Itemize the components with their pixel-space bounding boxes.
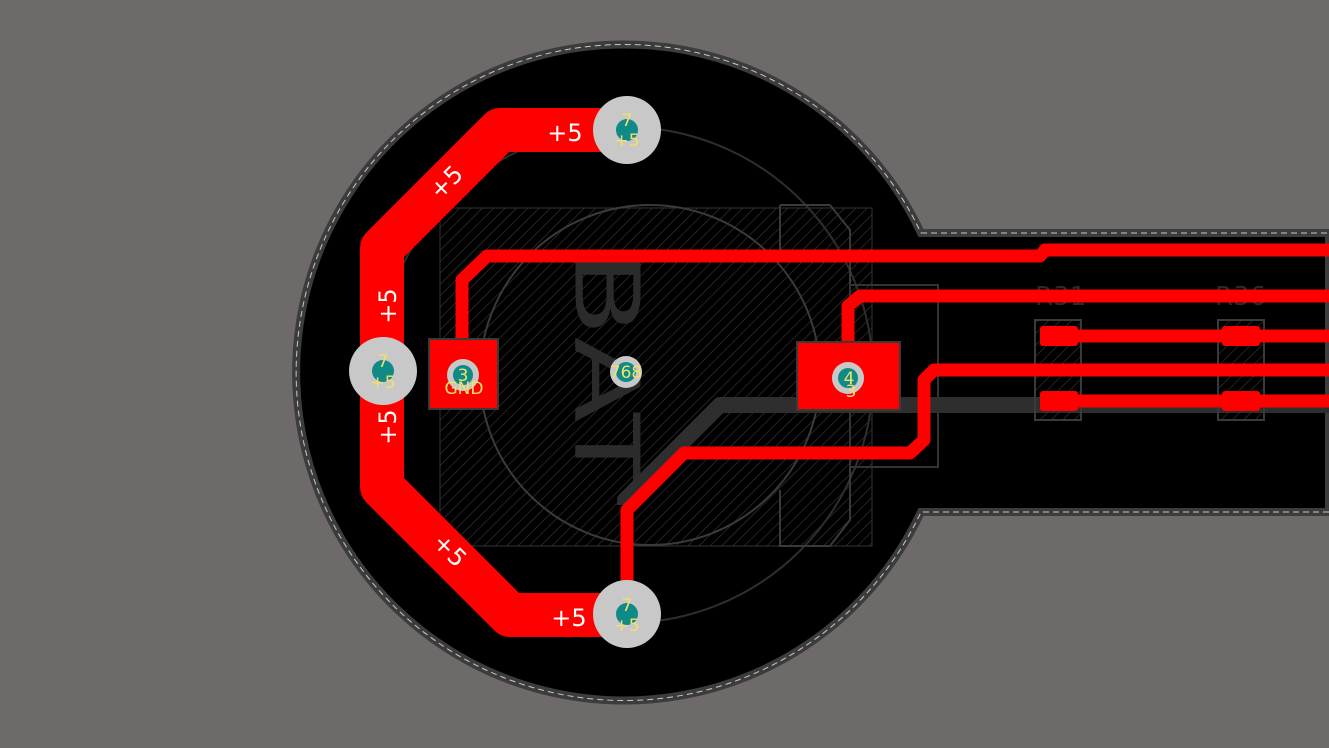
battery-silk-label: BAT (554, 250, 658, 491)
center-via[interactable]: 768 (610, 356, 642, 388)
keepout-line (295, 44, 1329, 701)
pad-net: GND (445, 379, 484, 399)
pad-drill (372, 360, 394, 382)
pad-bottom[interactable]: 7 +5 (593, 580, 661, 648)
pad-number: 7 (622, 596, 633, 616)
r36-pad-bottom[interactable] (1222, 391, 1260, 411)
pad-4-drill (838, 368, 858, 388)
net-label: +5 (551, 604, 586, 632)
net-label: +5 (547, 119, 582, 147)
trace-pad4[interactable] (841, 289, 1329, 375)
net-label: +5 (374, 409, 402, 444)
pad-4[interactable]: 4 3 (796, 341, 901, 411)
pad-net: +5 (614, 131, 639, 151)
pad-drill (616, 119, 638, 141)
pad-drill (616, 603, 638, 625)
r31-pad-top[interactable] (1040, 326, 1078, 346)
trace-pad3[interactable] (455, 243, 1329, 375)
r36-pad-top[interactable] (1222, 326, 1260, 346)
pad-number: 7 (622, 111, 633, 131)
via-drill (616, 362, 636, 382)
pad-net: +5 (370, 373, 395, 393)
pad-net: 3 (846, 382, 857, 402)
via-label: 768 (610, 363, 642, 383)
pad-gnd-drill (453, 365, 473, 385)
pad-top[interactable]: 7 +5 (593, 96, 661, 164)
trace-bottom-via[interactable] (620, 363, 1329, 615)
pad-number: 7 (378, 352, 389, 372)
pad-net: +5 (614, 616, 639, 636)
pad-left[interactable]: 7 +5 (349, 337, 417, 405)
net-label: +5 (374, 288, 402, 323)
bottom-trace[interactable] (617, 397, 1329, 508)
pad-number: 4 (844, 369, 855, 389)
pad-number: 3 (458, 366, 469, 386)
pad-gnd[interactable]: 3 GND (428, 338, 499, 410)
r31-pad-bottom[interactable] (1040, 391, 1078, 411)
bottom-copper (617, 397, 1329, 508)
